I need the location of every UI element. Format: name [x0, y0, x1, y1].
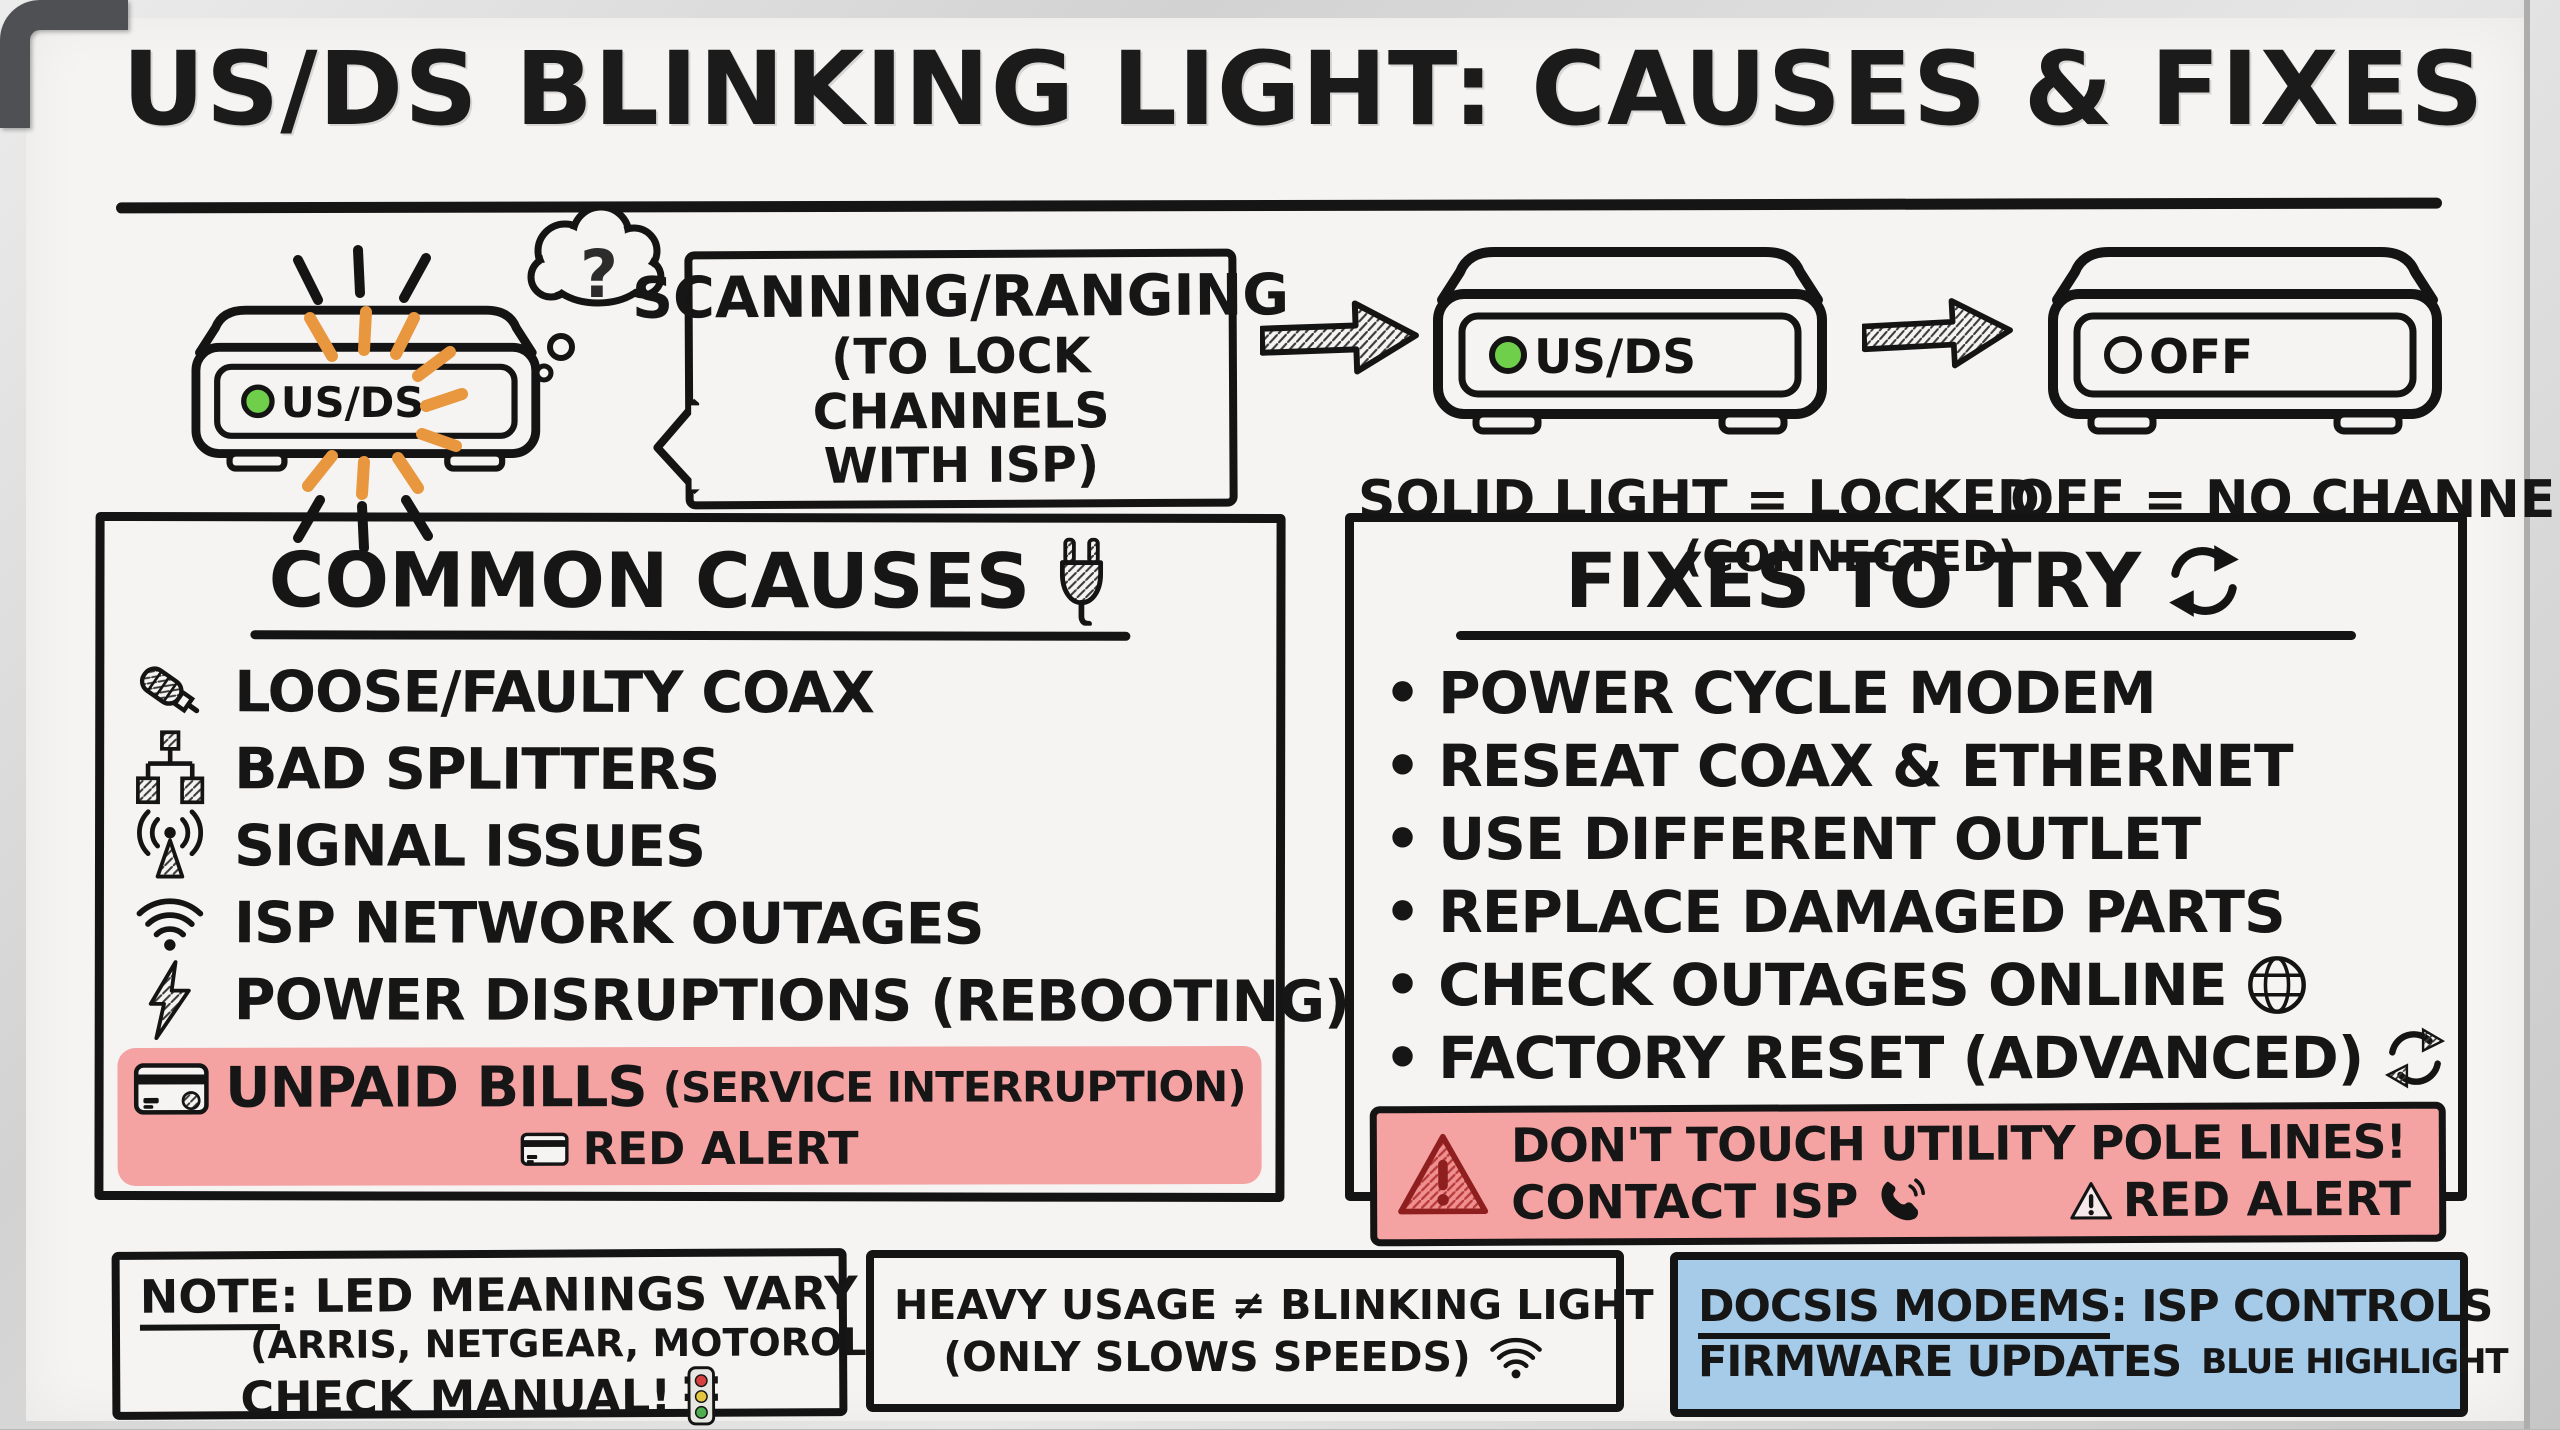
- frame-corner-cap: [0, 0, 128, 128]
- usage-line-2: (ONLY SLOWS SPEEDS): [943, 1333, 1471, 1381]
- wifi-icon: [122, 892, 218, 954]
- credit-card-icon: [520, 1132, 569, 1166]
- led-meanings-note: NOTE: LED MEANINGS VARY (ARRIS, NETGEAR,…: [111, 1248, 928, 1426]
- alert-note: RED ALERT: [582, 1121, 859, 1176]
- bullet: •: [1384, 804, 1421, 873]
- modem-label: OFF: [2149, 330, 2253, 385]
- alert-title: UNPAID BILLS: [225, 1055, 647, 1121]
- list-item: • CHECK OUTAGES ONLINE: [1384, 948, 2448, 1021]
- docsis-suffix: BLUE HIGHLIGHT: [2201, 1342, 2508, 1382]
- flow-arrow-icon: [1862, 298, 2013, 369]
- docsis-line-2: FIRMWARE UPDATES: [1698, 1337, 2182, 1387]
- list-item: SIGNAL ISSUES: [122, 807, 1266, 886]
- antenna-signal-icon: [122, 806, 218, 886]
- list-item: ISP NETWORK OUTAGES: [122, 884, 1266, 963]
- utility-pole-warning: DON'T TOUCH UTILITY POLE LINES! CONTACT …: [1369, 1101, 2447, 1247]
- led-light-blinking: [241, 384, 275, 419]
- list-item: BAD SPLITTERS: [122, 729, 1266, 809]
- bullet: •: [1384, 1023, 1421, 1092]
- splitter-icon: [122, 729, 218, 808]
- question-mark: ?: [580, 236, 618, 313]
- globe-icon: [2245, 953, 2309, 1017]
- heavy-usage-note: HEAVY USAGE ≠ BLINKING LIGHT (ONLY SLOWS…: [866, 1250, 1654, 1412]
- note-line-1: : LED MEANINGS VARY: [280, 1266, 858, 1324]
- list-item: • REPLACE DAMAGED PARTS: [1384, 877, 2286, 946]
- docsis-note: DOCSIS MODEMS: ISP CONTROLS FIRMWARE UPD…: [1670, 1252, 2509, 1417]
- wifi-icon: [1489, 1337, 1542, 1379]
- list-item: LOOSE/FAULTY COAX: [122, 653, 1266, 732]
- warning-triangle-icon: [1398, 1133, 1489, 1215]
- fixes-heading: FIXES TO TRY: [1564, 536, 2142, 625]
- lightning-icon: [122, 959, 218, 1040]
- unpaid-bills-alert: UNPAID BILLS (SERVICE INTERRUPTION) RED …: [117, 1046, 1262, 1186]
- blink-rays-orange: [302, 306, 468, 500]
- phone-icon: [1881, 1177, 1926, 1220]
- speech-line-2: (TO LOCK CHANNELS: [812, 327, 1110, 441]
- speech-line-3: WITH ISP): [823, 436, 1100, 496]
- note-line-3: CHECK MANUAL!: [240, 1368, 672, 1426]
- docsis-line-1: : ISP CONTROLS: [2110, 1281, 2493, 1332]
- blink-rays-black: [293, 245, 433, 553]
- locked-modem-illustration: US/DS: [1433, 247, 1827, 435]
- blinking-modem-illustration: US/DS: [191, 245, 541, 553]
- usage-line-1: HEAVY USAGE ≠ BLINKING LIGHT: [894, 1281, 1654, 1329]
- bullet: •: [1384, 877, 1421, 946]
- speech-tail: [653, 398, 700, 495]
- fixes-panel: FIXES TO TRY • POWER CYCLE MODEM • RESEA…: [1345, 513, 2467, 1247]
- modem-label: US/DS: [1534, 330, 1696, 385]
- list-item: • FACTORY RESET (ADVANCED): [1384, 1021, 2448, 1094]
- causes-heading-underline: [250, 630, 1131, 641]
- bullet: •: [1384, 950, 1421, 1019]
- warning-triangle-icon: [2070, 1181, 2112, 1220]
- warning-alert-label: RED ALERT: [2122, 1171, 2412, 1229]
- speech-line-1: SCANNING/RANGING: [631, 261, 1290, 332]
- speech-box-scanning: SCANNING/RANGING (TO LOCK CHANNELS WITH …: [632, 248, 1289, 510]
- docsis-label: DOCSIS MODEMS: [1698, 1281, 2111, 1339]
- bullet: •: [1384, 731, 1421, 800]
- traffic-light-icon: [684, 1366, 718, 1426]
- page-title: US/DS BLINKING LIGHT: CAUSES & FIXES: [122, 30, 2485, 149]
- modem-label: US/DS: [281, 378, 424, 427]
- warning-line-1: DON'T TOUCH UTILITY POLE LINES!: [1510, 1114, 2407, 1174]
- coax-cable-icon: [122, 652, 218, 732]
- common-causes-panel: COMMON CAUSES: [94, 511, 1349, 1203]
- thought-bubble: ?: [527, 205, 665, 383]
- plug-icon: [1059, 537, 1103, 626]
- led-light-solid: [1489, 336, 1527, 374]
- fixes-heading-underline: [1456, 631, 2356, 640]
- alert-suffix: (SERVICE INTERRUPTION): [662, 1062, 1246, 1113]
- refresh-icon: [2381, 1027, 2449, 1089]
- bullet: •: [1384, 658, 1421, 727]
- flow-arrow-icon: [1260, 300, 1419, 375]
- list-item: • USE DIFFERENT OUTLET: [1384, 804, 2201, 873]
- credit-card-icon: [133, 1062, 209, 1115]
- refresh-icon: [2169, 544, 2239, 617]
- warning-line-2: CONTACT ISP: [1511, 1174, 1859, 1231]
- list-item: POWER DISRUPTIONS (REBOOTING): [122, 959, 1349, 1040]
- list-item: • RESEAT COAX & ETHERNET: [1384, 731, 2294, 800]
- note-label: NOTE: [139, 1269, 281, 1331]
- off-modem-illustration: OFF: [2048, 247, 2442, 435]
- modem-body: US/DS: [191, 305, 541, 472]
- locked-subcaption: (CONNECTED): [1682, 532, 2018, 582]
- causes-heading: COMMON CAUSES: [268, 535, 1031, 626]
- led-light-off: [2104, 336, 2142, 374]
- list-item: • POWER CYCLE MODEM: [1384, 658, 2157, 727]
- frame-shadow: [2524, 0, 2530, 1429]
